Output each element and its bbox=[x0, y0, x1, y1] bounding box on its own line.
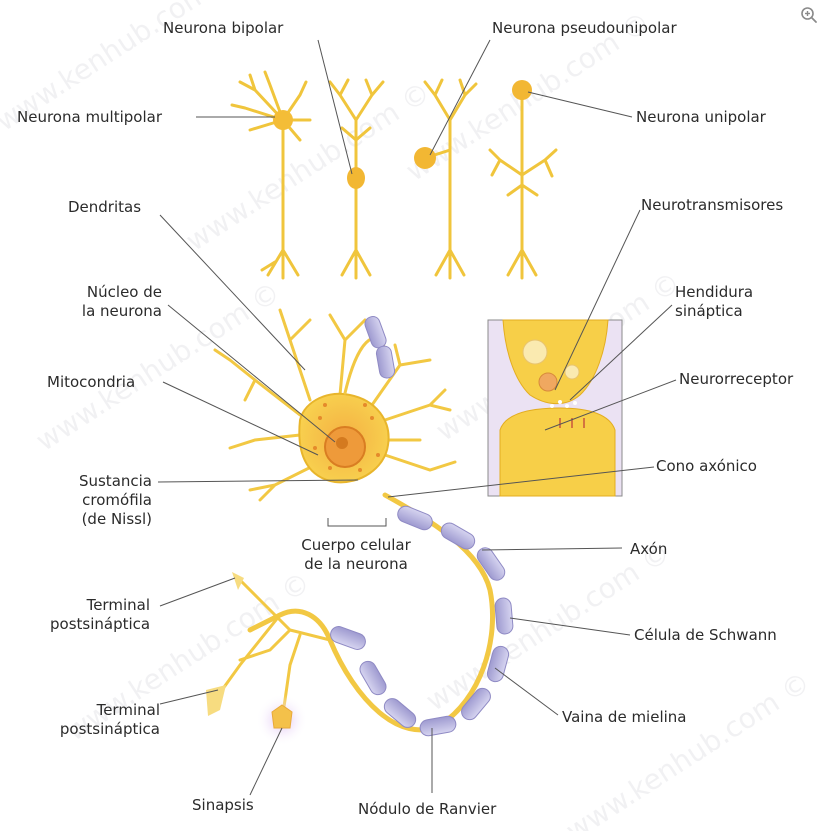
label-terminal-2: Terminal postsináptica bbox=[59, 701, 160, 738]
label-unipolar: Neurona unipolar bbox=[636, 108, 766, 126]
unipolar-neuron bbox=[488, 80, 558, 280]
label-hendidura: Hendidura sináptica bbox=[675, 283, 754, 320]
pseudounipolar-neuron bbox=[414, 78, 478, 280]
label-vaina: Vaina de mielina bbox=[562, 708, 687, 726]
label-nodulo: Nódulo de Ranvier bbox=[358, 800, 497, 818]
label-neurotransmisores: Neurotransmisores bbox=[641, 196, 784, 214]
label-cono: Cono axónico bbox=[656, 457, 757, 475]
label-pseudounipolar: Neurona pseudounipolar bbox=[492, 19, 677, 37]
zoom-icon[interactable] bbox=[800, 6, 818, 24]
label-axon: Axón bbox=[630, 540, 668, 558]
bipolar-neuron bbox=[328, 78, 385, 280]
label-neurorreceptor: Neurorreceptor bbox=[679, 370, 794, 388]
label-terminal-1: Terminal postsináptica bbox=[50, 596, 151, 633]
label-mitocondria: Mitocondria bbox=[47, 373, 136, 391]
label-bipolar: Neurona bipolar bbox=[163, 19, 284, 37]
label-cuerpo: Cuerpo celular de la neurona bbox=[301, 536, 411, 573]
synapse-inset bbox=[487, 319, 623, 497]
label-dendritas: Dendritas bbox=[68, 198, 142, 216]
leader-lines bbox=[157, 39, 677, 796]
label-schwann: Célula de Schwann bbox=[634, 626, 777, 644]
label-sinapsis: Sinapsis bbox=[192, 796, 254, 814]
label-nucleo: Núcleo de la neurona bbox=[81, 283, 162, 320]
main-neuron bbox=[206, 308, 514, 746]
multipolar-neuron bbox=[230, 70, 312, 280]
label-multipolar: Neurona multipolar bbox=[17, 108, 162, 126]
label-sustancia: Sustancia cromófila (de Nissl) bbox=[78, 472, 152, 528]
